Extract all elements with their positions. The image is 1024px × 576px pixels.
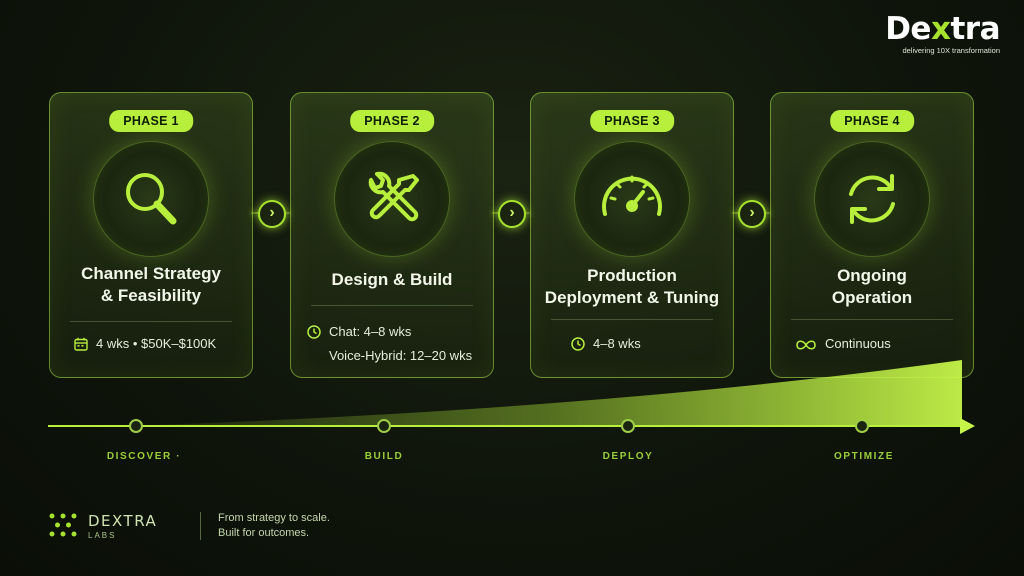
stage-label-optimize: OPTIMIZE [833, 451, 895, 462]
phase-card-3: PHASE 3 Production Deployment & Tuning 4… [530, 92, 734, 378]
timeline-node [855, 419, 869, 433]
tools-icon [334, 141, 450, 257]
phase-card-4: PHASE 4 Ongoing Operation Continuous [770, 92, 974, 378]
growth-wedge [130, 360, 962, 426]
timeline-node [377, 419, 391, 433]
phase-pill: PHASE 1 [109, 110, 193, 132]
refresh-icon [814, 141, 930, 257]
gauge-icon [574, 141, 690, 257]
chevron-right-icon: › [498, 200, 526, 228]
phase-pill: PHASE 3 [590, 110, 674, 132]
card-divider [791, 319, 953, 320]
infinity-icon [796, 340, 816, 350]
chevron-right-icon: › [258, 200, 286, 228]
phase-pill: PHASE 4 [830, 110, 914, 132]
chevron-right-icon: › [738, 200, 766, 228]
clock-icon [307, 325, 321, 339]
timeline-arrow [960, 418, 975, 434]
card-divider [311, 305, 473, 306]
footer-divider [200, 512, 201, 540]
phase-pill: PHASE 2 [350, 110, 434, 132]
timeline [48, 360, 975, 434]
brand-tagline: delivering 10X transformation [902, 46, 1000, 55]
phase-meta: Continuous [795, 336, 973, 351]
magnifier-icon [93, 141, 209, 257]
phase-meta: Chat: 4–8 wks [307, 324, 493, 339]
phase-meta: Voice-Hybrid: 12–20 wks [329, 348, 473, 363]
stage-label-discover: DISCOVER · [106, 451, 182, 462]
footer-brand-name: DEXTRA [88, 512, 158, 530]
dextra-dots-icon [49, 513, 77, 537]
stage-label-build: BUILD [364, 451, 404, 462]
footer-tagline: From strategy to scale. Built for outcom… [218, 512, 330, 539]
stage-label-deploy: DEPLOY [602, 451, 654, 462]
phase-title: Ongoing Operation [831, 266, 913, 307]
phase-meta: 4–8 wks [571, 336, 733, 351]
calendar-icon [74, 337, 88, 351]
phase-card-1: PHASE 1 Channel Strategy & Feasibility 4… [49, 92, 253, 378]
phase-meta: 4 wks • $50K–$100K [74, 336, 252, 351]
brand-logo: Dextra delivering 10X transformation [885, 12, 1000, 55]
brand-name: Dextra [885, 11, 1000, 47]
clock-icon [571, 337, 585, 351]
card-divider [551, 319, 713, 320]
timeline-node [621, 419, 635, 433]
phase-title: Design & Build [331, 270, 453, 289]
timeline-node [129, 419, 143, 433]
phase-card-2: PHASE 2 Design & Build Chat: 4–8 wks Voi… [290, 92, 494, 378]
phase-title: Channel Strategy & Feasibility [81, 264, 221, 305]
card-divider [70, 321, 232, 322]
phase-title: Production Deployment & Tuning [544, 266, 720, 307]
footer-brand-sub: LABS [88, 531, 117, 540]
